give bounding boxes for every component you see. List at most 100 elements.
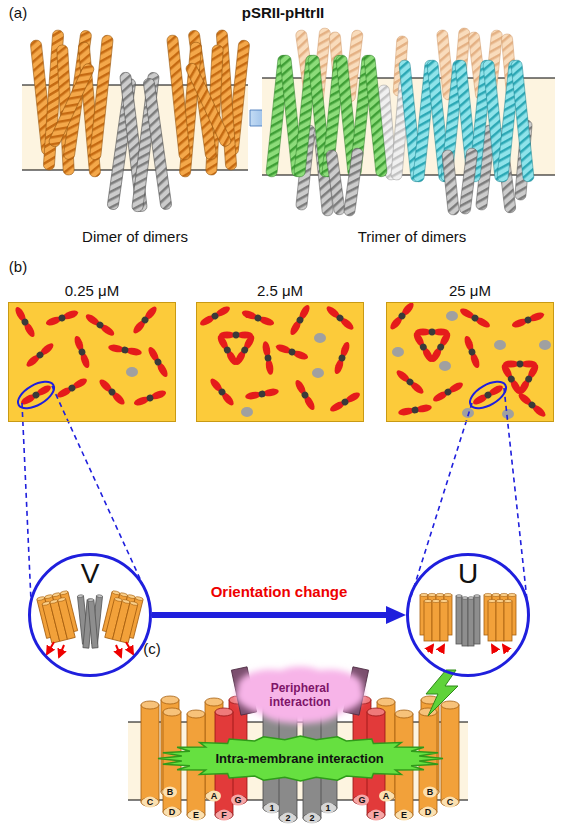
helix-end [303,814,321,823]
transducer-blob [494,340,506,350]
receptor-bundle [420,593,452,641]
panel-label: (c) [143,640,161,657]
dimer [245,388,280,401]
transducer-blob [392,347,404,357]
helix-end [263,804,281,813]
dimer [131,305,158,336]
concentration-panel: 25 μM [386,280,554,422]
helix-end [377,698,395,706]
helix-label: 1 [321,803,335,814]
dimer [398,404,433,417]
helix [442,150,460,216]
dimer [325,304,356,331]
helix [326,149,346,215]
dimer [275,343,309,361]
highlight-ellipse [14,376,59,413]
helix-label: B [163,787,177,798]
motion-arrow [503,645,508,652]
membrane-square-fill [196,302,364,422]
helix-label: F [369,810,383,821]
edge-label: Orientation change [209,583,350,600]
motion-arrow [116,645,121,657]
transducer-helix [462,597,468,646]
membrane-square [386,302,554,422]
membrane-square [8,302,176,422]
helix-end [441,701,459,709]
transducer-blob [446,311,458,321]
motion-arrow [440,645,444,652]
trimer [216,331,257,366]
helix [89,35,113,160]
dimer [55,376,88,399]
dimer [45,309,79,327]
helix-end [367,811,385,820]
concentration-panel: 0.25 μM [8,280,176,422]
transducer-blob [312,368,324,378]
dimer [395,368,426,395]
motion-arrow [492,645,496,652]
node-text: 25 μM [386,280,554,302]
helix-end [319,804,337,813]
transducer-blob [539,340,551,350]
transducer-blob [126,367,138,377]
helix-label: C [443,797,457,808]
zoom-line [22,403,31,601]
dimer [19,383,52,406]
panel-label: pSRII-pHtrII [242,4,325,21]
dimer [517,391,548,418]
helix-end [141,701,159,709]
helix-label: G [231,795,245,806]
transducer-helix [474,595,480,644]
helix-end [419,808,437,817]
helix-end [205,698,223,706]
node-text: U [409,556,527,589]
helix-end [229,796,247,805]
dimer [133,389,167,407]
motion-arrow [428,645,433,652]
interaction-cloud: Peripheral interaction [232,668,368,722]
dimer [208,377,235,408]
trimer [412,328,453,363]
dimer [108,344,143,357]
dimer [293,378,316,411]
helix-label: 1 [265,803,279,814]
transducer-blob [462,408,474,418]
transducer-helix [468,597,474,646]
helix-label: E [397,810,411,821]
dimer [288,303,311,336]
transducer-helix [88,599,98,649]
dimer [262,341,275,376]
helix-end [141,798,159,807]
helix-label: F [217,810,231,821]
helix [511,60,535,182]
panel-label: (a) [9,4,27,21]
transducer-blob [314,333,326,343]
helix-label: C [143,797,157,808]
transducer-blob [439,361,451,371]
helix-label: G [355,795,369,806]
receptor-bundle [484,593,516,641]
concentration-panel: 2.5 μM [196,280,364,422]
dimer [97,377,126,406]
helix-label: D [421,807,435,818]
helix-end [377,792,395,801]
receptor-bundle [101,590,144,644]
highlight-ellipse [466,376,511,413]
helix-end [187,811,205,820]
helix-label: D [165,807,179,818]
dimer [463,335,481,369]
dimer [458,306,491,329]
helix-end [215,811,233,820]
zoom-circle: U [406,553,530,677]
helix-end [187,710,205,718]
helix-end [161,696,179,704]
dimer [388,301,415,332]
transducer-helix [456,595,462,644]
membrane-square [196,302,364,422]
light-bolt [426,670,458,716]
node-text: Intra-membrane interaction [216,751,384,766]
helix [184,62,232,148]
receptor-bundle [37,590,80,644]
node-text: Peripheral interaction [260,681,340,709]
